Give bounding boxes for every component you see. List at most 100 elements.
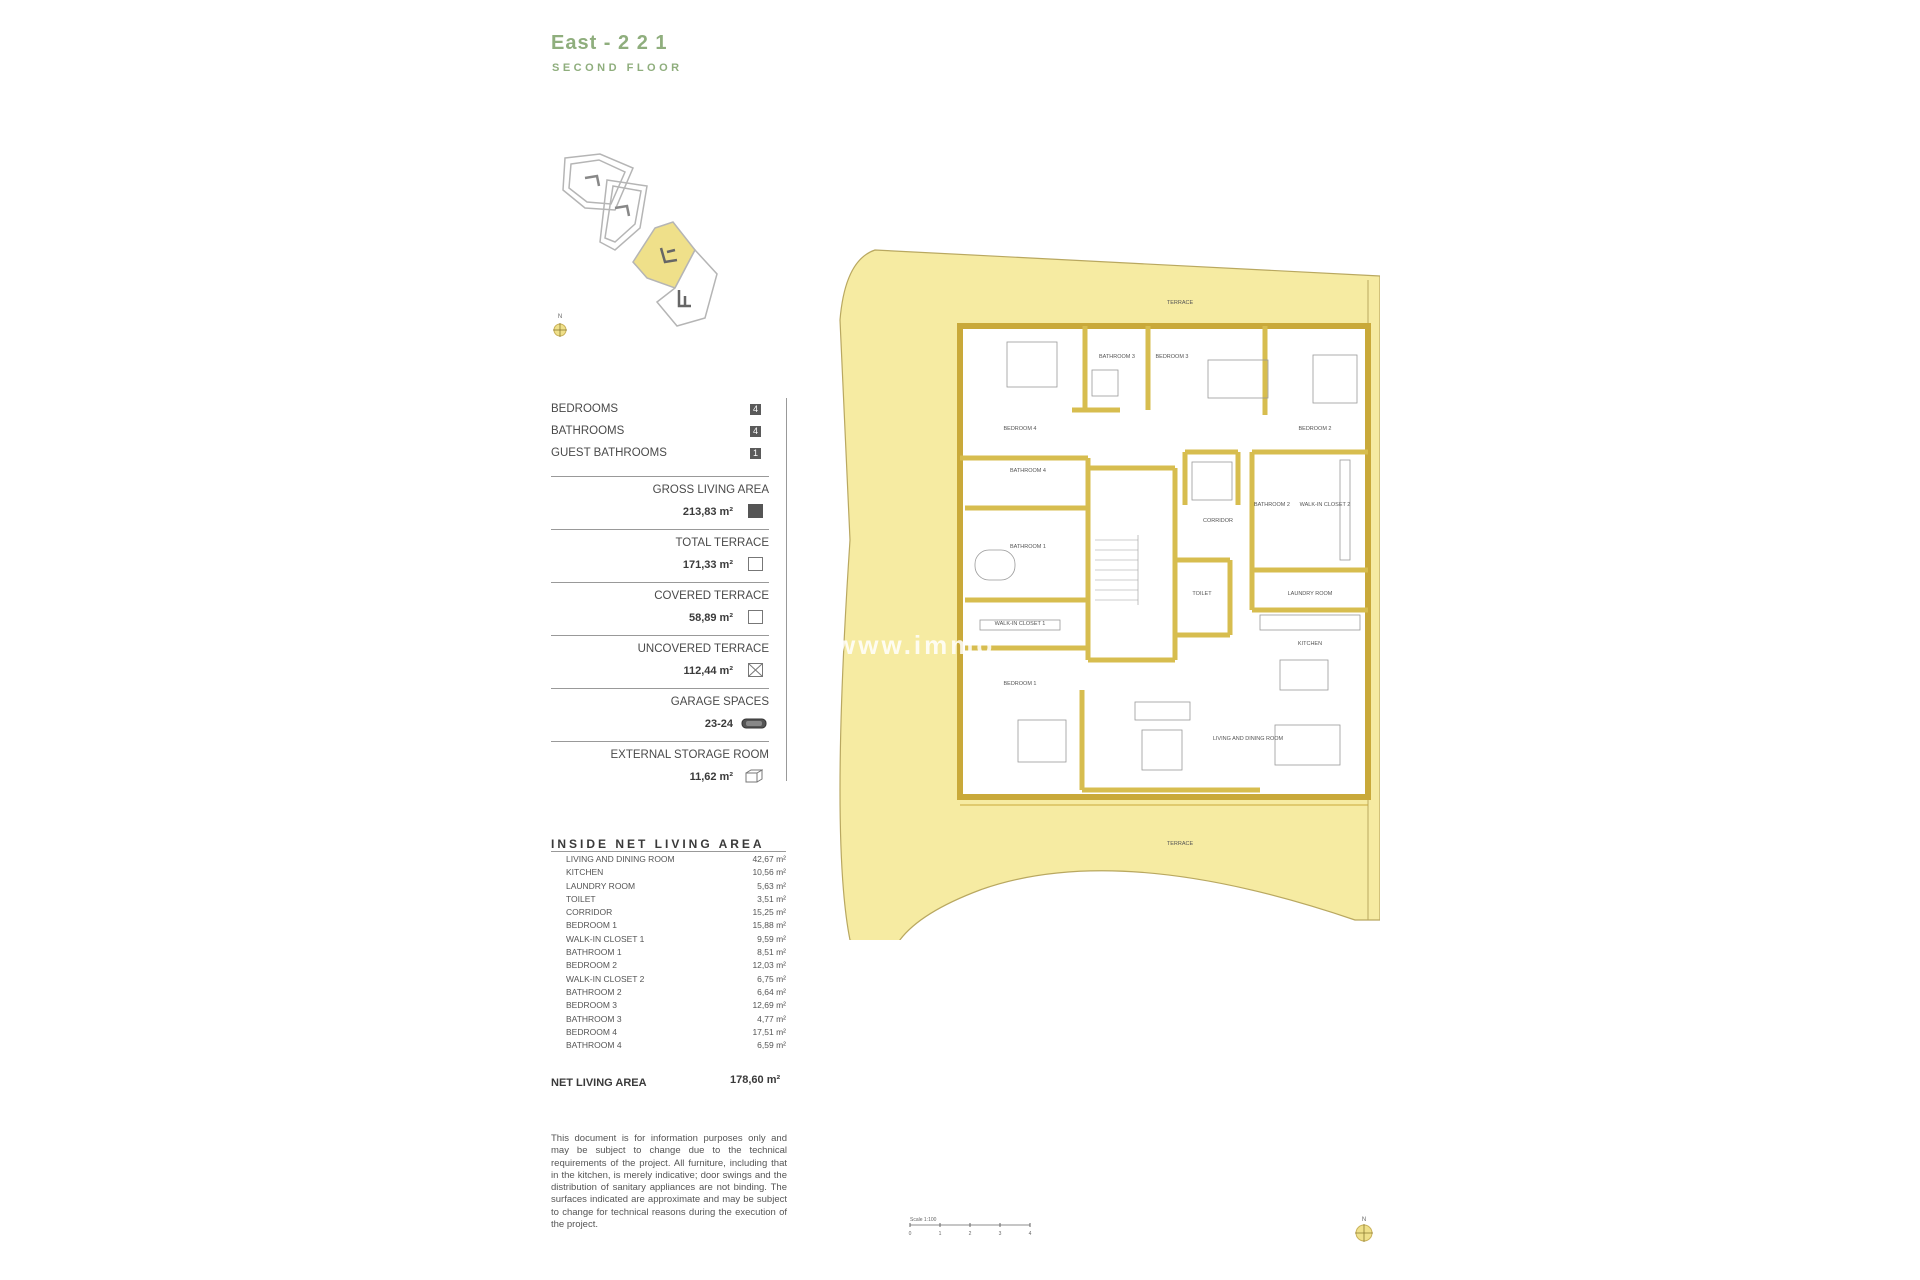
room-name: BEDROOM 3 <box>566 1000 618 1011</box>
net-living-area-total-label: NET LIVING AREA <box>551 1077 647 1089</box>
area-label: EXTERNAL STORAGE ROOM <box>610 749 769 761</box>
compass-n-label: N <box>1362 1217 1366 1223</box>
area-value: 11,62 m² <box>689 771 733 783</box>
room-name: LIVING AND DINING ROOM <box>566 854 675 864</box>
bathrooms-value: 4 <box>750 426 761 437</box>
gross-living-area-block: GROSS LIVING AREA 213,83 m² <box>551 476 769 530</box>
wardrobe-icon <box>979 619 1061 631</box>
key-plan-diagram <box>562 153 718 327</box>
scale-label: Scale 1:100 <box>910 1217 937 1223</box>
bedroom4-label: BEDROOM 4 <box>1003 426 1036 432</box>
area-label: GARAGE SPACES <box>670 696 769 708</box>
floor-subtitle: SECOND FLOOR <box>552 62 683 74</box>
corridor-label: CORRIDOR <box>1203 518 1233 524</box>
net-living-area-table: LIVING AND DINING ROOM 42,67 m² KITCHEN 10… <box>566 854 786 1053</box>
scale-bar: Scale 1:100 0 1 2 3 4 <box>909 1217 1032 1237</box>
room-area: 3,51 m² <box>757 893 786 904</box>
room-name: BATHROOM 1 <box>566 947 622 958</box>
scale-tick: 0 <box>909 1231 912 1237</box>
toilet-label: TOILET <box>1192 591 1212 597</box>
room-name: BATHROOM 2 <box>566 986 622 997</box>
kitchen-counter-icon <box>1259 614 1361 631</box>
scale-tick: 4 <box>1029 1231 1032 1237</box>
guest-bathrooms-label: GUEST BATHROOMS <box>551 447 667 459</box>
elevator-icon <box>1191 461 1233 501</box>
area-label: TOTAL TERRACE <box>675 537 769 549</box>
room-area: 9,59 m² <box>757 933 786 944</box>
svg-text:N: N <box>558 314 562 320</box>
watermark-text: www.immo <box>835 630 996 660</box>
kitchen-island-icon <box>1279 659 1329 691</box>
room-name: BATHROOM 4 <box>566 1040 622 1051</box>
table-row: BEDROOM 3 12,69 m² <box>566 1000 786 1013</box>
room-name: KITCHEN <box>566 867 604 878</box>
room-name: WALK-IN CLOSET 2 <box>566 973 645 984</box>
covered-terrace-block: COVERED TERRACE 58,89 m² <box>551 582 769 636</box>
scale-tick: 3 <box>999 1231 1002 1237</box>
room-area: 15,88 m² <box>752 920 786 931</box>
bathroom4-label: BATHROOM 4 <box>1010 468 1046 474</box>
walkin2-label: WALK-IN CLOSET 2 <box>1300 502 1351 508</box>
room-name: BEDROOM 4 <box>566 1026 618 1037</box>
room-name: BEDROOM 2 <box>566 960 618 971</box>
table-row: WALK-IN CLOSET 2 6,75 m² <box>566 974 786 987</box>
room-area: 42,67 m² <box>752 854 786 864</box>
table-row: KITCHEN 10,56 m² <box>566 867 786 880</box>
north-compass-icon: N <box>553 314 567 337</box>
room-name: CORRIDOR <box>566 907 613 918</box>
room-area: 17,51 m² <box>752 1026 786 1037</box>
room-name: LAUNDRY ROOM <box>566 880 636 891</box>
area-label: UNCOVERED TERRACE <box>637 643 769 655</box>
terrace-bottom-label: TERRACE <box>1167 841 1194 847</box>
floor-plan-drawing: TERRACE TERRACE BEDROOM 4 BATHROOM 3 BED… <box>839 249 1380 940</box>
bathrooms-label: BATHROOMS <box>551 425 625 437</box>
bedroom3-label: BEDROOM 3 <box>1155 354 1188 360</box>
room-name: BEDROOM 1 <box>566 920 618 931</box>
room-area: 10,56 m² <box>752 867 786 878</box>
bathtub-icon <box>974 549 1016 581</box>
room-area: 6,75 m² <box>757 973 786 984</box>
outline-square-icon <box>748 610 763 624</box>
table-row: WALK-IN CLOSET 1 9,59 m² <box>566 934 786 947</box>
laundry-label: LAUNDRY ROOM <box>1288 591 1333 597</box>
room-name: BATHROOM 3 <box>566 1013 622 1024</box>
disclaimer-text: This document is for information purpose… <box>551 1133 787 1231</box>
room-area: 5,63 m² <box>757 880 786 891</box>
bedrooms-label: BEDROOMS <box>551 403 619 415</box>
net-living-area-total-value: 178,60 m² <box>730 1074 781 1086</box>
net-living-area-title: INSIDE NET LIVING AREA <box>551 837 765 851</box>
bed-icon <box>1312 354 1358 404</box>
area-value: 58,89 m² <box>688 612 733 624</box>
room-area: 4,77 m² <box>757 1013 786 1024</box>
table-row: BEDROOM 1 15,88 m² <box>566 920 786 933</box>
wardrobe-icon <box>1339 459 1351 561</box>
garage-spaces-block: GARAGE SPACES 23-24 <box>551 688 769 742</box>
shower-icon <box>1091 369 1119 397</box>
guest-bathrooms-value: 1 <box>750 448 761 459</box>
guest-bathrooms-count-row: GUEST BATHROOMS 1 <box>551 447 761 465</box>
outline-square-icon <box>748 557 763 571</box>
table-row: BATHROOM 3 4,77 m² <box>566 1014 786 1027</box>
scale-tick: 1 <box>939 1231 942 1237</box>
room-name: WALK-IN CLOSET 1 <box>566 933 645 944</box>
room-area: 12,69 m² <box>752 1000 786 1011</box>
car-icon <box>741 718 767 729</box>
bathroom2-label: BATHROOM 2 <box>1254 502 1290 508</box>
bed-icon <box>1006 341 1058 388</box>
terrace-top-label: TERRACE <box>1167 300 1194 306</box>
bedrooms-count-row: BEDROOMS 4 <box>551 403 761 421</box>
external-storage-block: EXTERNAL STORAGE ROOM 11,62 m² <box>551 741 769 795</box>
bathrooms-count-row: BATHROOMS 4 <box>551 425 761 443</box>
area-value: 213,83 m² <box>682 506 733 518</box>
area-value: 171,33 m² <box>682 559 733 571</box>
living-label: LIVING AND DINING ROOM <box>1213 736 1284 742</box>
north-compass-icon: N <box>1355 1217 1373 1242</box>
table-row: BEDROOM 2 12,03 m² <box>566 960 786 973</box>
room-area: 12,03 m² <box>752 960 786 971</box>
scale-tick: 2 <box>969 1231 972 1237</box>
